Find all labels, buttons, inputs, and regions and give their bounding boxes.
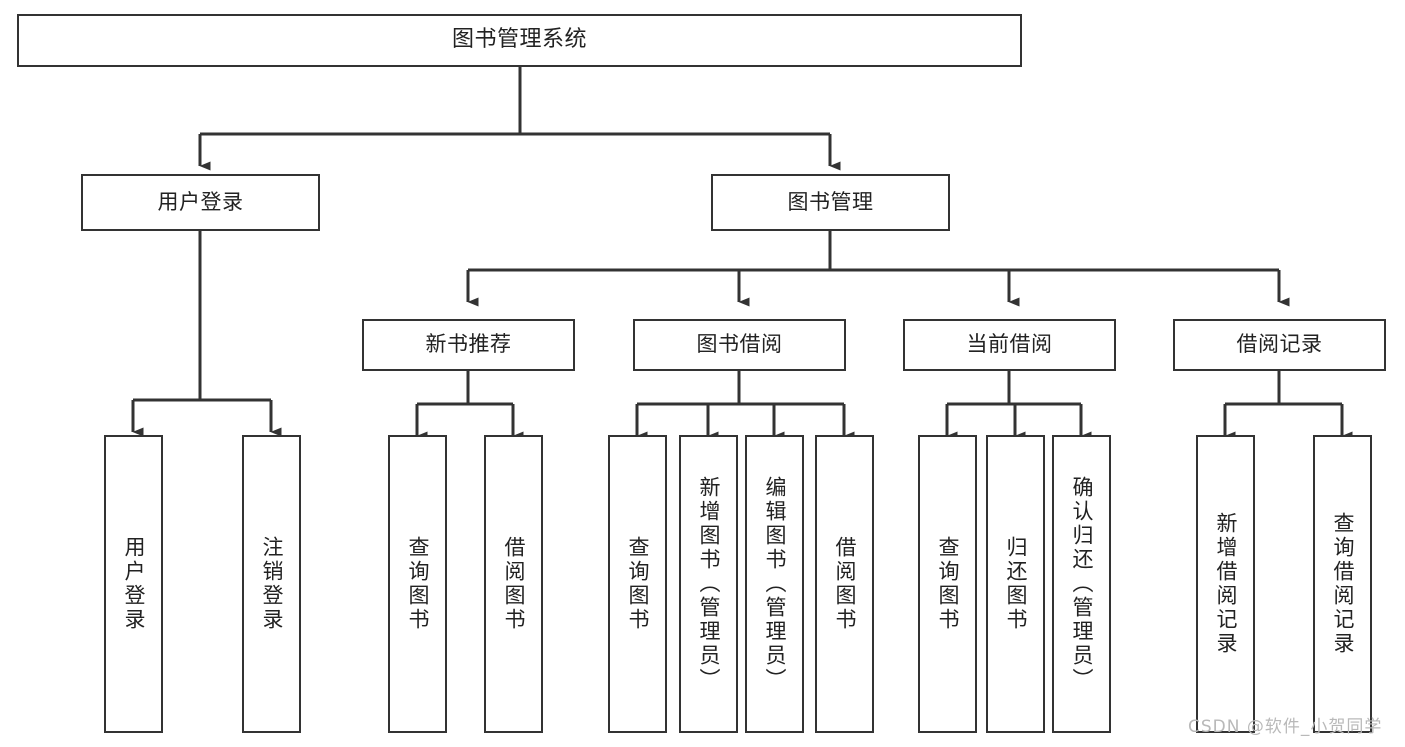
node-label: 确认归还（管理员）: [1070, 476, 1094, 692]
node-label: 当前借阅: [966, 332, 1053, 357]
node-label: 归还图书: [1004, 536, 1028, 632]
node-label: 借阅记录: [1236, 332, 1323, 357]
leaf-user-logout[interactable]: 注销登录: [242, 435, 301, 733]
node-label: 用户登录: [122, 536, 146, 632]
leaf-query-book-current[interactable]: 查询图书: [918, 435, 977, 733]
node-label: 查询图书: [626, 536, 650, 632]
node-label: 图书管理: [787, 189, 874, 214]
node-label: 新增借阅记录: [1214, 512, 1238, 656]
node-new-book-recommend[interactable]: 新书推荐: [362, 319, 575, 371]
node-label: 新增图书（管理员）: [697, 476, 721, 692]
leaf-user-login[interactable]: 用户登录: [104, 435, 163, 733]
node-current-borrow[interactable]: 当前借阅: [903, 319, 1116, 371]
leaf-borrow-book[interactable]: 借阅图书: [815, 435, 874, 733]
node-root-book-management-system[interactable]: 图书管理系统: [17, 14, 1022, 67]
leaf-confirm-return-admin[interactable]: 确认归还（管理员）: [1052, 435, 1111, 733]
node-label: 借阅图书: [833, 536, 857, 632]
node-label: 查询借阅记录: [1331, 512, 1355, 656]
node-label: 查询图书: [406, 536, 430, 632]
node-book-borrow[interactable]: 图书借阅: [633, 319, 846, 371]
node-label: 用户登录: [157, 189, 244, 214]
node-label: 查询图书: [936, 536, 960, 632]
leaf-query-book-recommend[interactable]: 查询图书: [388, 435, 447, 733]
node-label: 图书借阅: [696, 332, 783, 357]
node-label: 图书管理系统: [451, 27, 587, 53]
leaf-edit-book-admin[interactable]: 编辑图书（管理员）: [745, 435, 804, 733]
leaf-add-book-admin[interactable]: 新增图书（管理员）: [679, 435, 738, 733]
node-label: 编辑图书（管理员）: [763, 476, 787, 692]
node-label: 借阅图书: [502, 536, 526, 632]
node-user-login[interactable]: 用户登录: [81, 174, 320, 231]
node-label: 新书推荐: [425, 332, 512, 357]
leaf-query-borrow-record[interactable]: 查询借阅记录: [1313, 435, 1372, 733]
node-label: 注销登录: [260, 536, 284, 632]
leaf-add-borrow-record[interactable]: 新增借阅记录: [1196, 435, 1255, 733]
node-borrow-record[interactable]: 借阅记录: [1173, 319, 1386, 371]
leaf-borrow-book-recommend[interactable]: 借阅图书: [484, 435, 543, 733]
leaf-query-book-borrow[interactable]: 查询图书: [608, 435, 667, 733]
leaf-return-book[interactable]: 归还图书: [986, 435, 1045, 733]
node-book-management[interactable]: 图书管理: [711, 174, 950, 231]
